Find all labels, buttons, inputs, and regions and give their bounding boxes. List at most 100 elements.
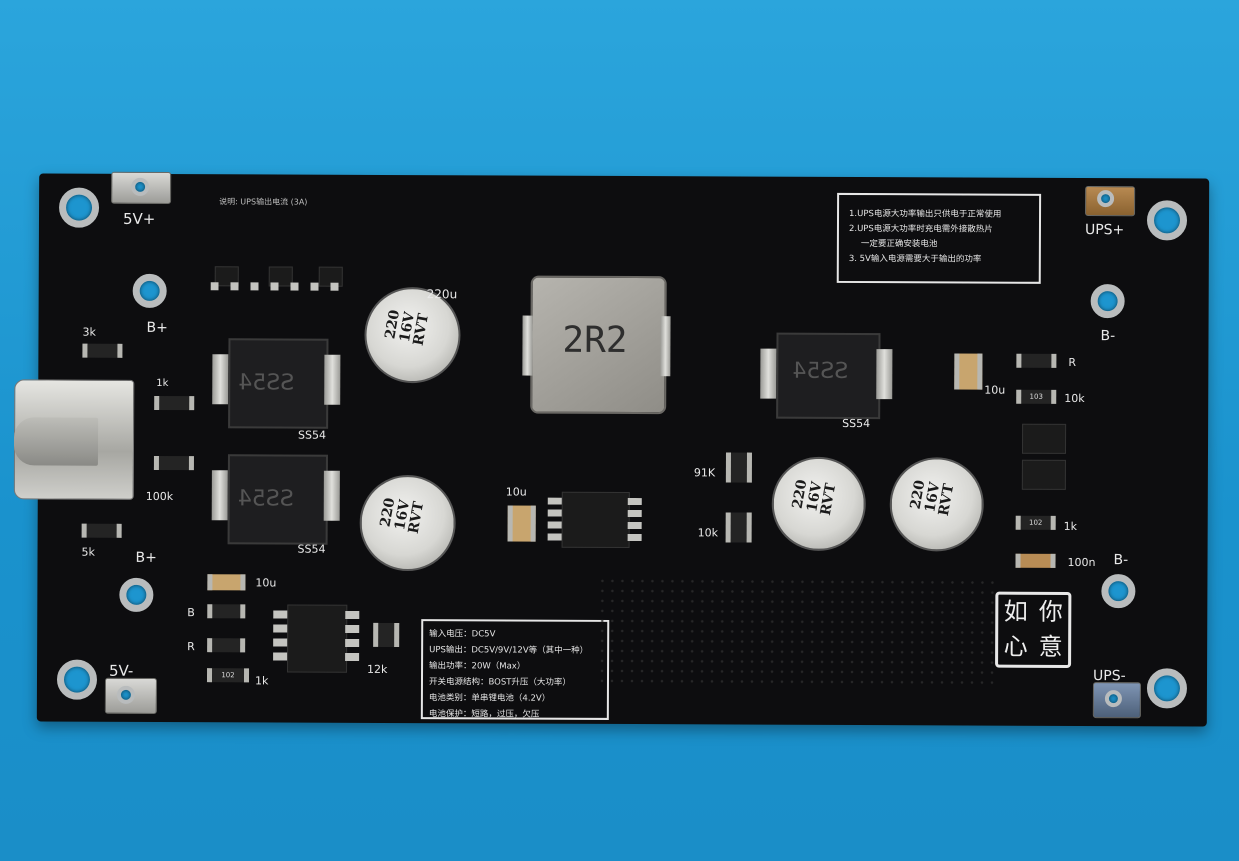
label-r-right: R [1068,355,1077,369]
label-12k: 12k [367,662,388,676]
pad-5v-plus-hole [131,177,150,196]
smd-resistor-1k-left [154,395,195,411]
smd-cap-10u-mid [507,505,536,542]
protection-ic-1 [1021,423,1067,454]
label-1k-right: 1k [1063,519,1078,533]
spec-battery-type: 电池类别：单串锂电池（4.2V） [428,693,551,704]
mounting-hole-top-left [58,187,100,228]
note-line-2: 2.UPS电源大功率时充电需外接散热片 [848,223,993,235]
label-10k-mid: 10k [697,526,719,540]
pcb-board: 5V+ 5V- UPS+ UPS- B+ B+ B- B- 说明: UPS输出电… [13,171,1210,727]
smd-resistor-10k-mid [725,512,752,543]
seal-logo: 如 你 心 意 [995,591,1072,668]
ss54-left-bottom-tab-l [211,470,228,521]
inductor-pad-left [522,315,533,376]
label-91k: 91K [693,466,716,480]
spec-input-voltage: 输入电压：DC5V [429,629,496,640]
ss54-left-top-tab-r [324,354,341,405]
label-1k-bottom: 1k [254,674,269,688]
label-100n: 100n [1067,555,1096,570]
pad-ups-plus-hole [1097,190,1115,208]
smd-cap-10u-left [207,574,246,591]
label-b: B [187,606,195,620]
label-ups-plus: UPS+ [1084,222,1125,239]
label-ss54-left-bottom: SS54 [297,542,326,556]
smd-resistor-5k [81,523,122,538]
smd-resistor-10k-right: 103 [1016,389,1057,404]
ss54-right-marking: SS54 [792,358,849,384]
label-5v-minus: 5V- [108,661,134,680]
notes-list: 1.UPS电源大功率输出只供电于正常使用 2.UPS电源大功率时充电需外接散热片… [849,207,1002,265]
charger-ic [287,604,348,673]
label-ss54-left-top: SS54 [298,428,327,442]
boost-ic-pins-left [547,497,562,542]
pad-ups-minus-hole [1104,690,1122,708]
spec-output-power: 输出功率：20W（Max） [429,661,526,672]
pad-b-minus-top [1090,284,1125,319]
smd-resistor-91k [725,452,752,483]
ss54-left-bottom-marking: SS54 [237,486,294,512]
label-b-minus-top: B- [1100,328,1116,345]
pad-b-plus-top [132,273,167,309]
charger-ic-pins-left [273,610,288,667]
spec-battery-protection: 电池保护：短路，过压，欠压 [428,709,540,720]
label-3k: 3k [82,325,96,339]
smd-cap-100n [1015,553,1056,568]
inductor-marking: 2R2 [562,319,628,362]
seal-char-2: 如 [1003,597,1028,626]
specs-list: 输入电压：DC5V UPS输出：DC5V/9V/12V等（其中一种） 输出功率：… [429,627,588,720]
label-ups-minus: UPS- [1092,668,1126,685]
label-1k-left: 1k [156,377,169,390]
smd-resistor-12k [373,622,400,648]
ss54-left-top-tab-l [212,354,229,405]
protection-ic-2 [1021,459,1066,490]
mounting-hole-bottom-left [56,659,98,700]
smd-led-r-right [1016,353,1057,368]
label-b-plus-bottom: B+ [135,549,157,566]
mounting-hole-bottom-right [1146,668,1188,709]
label-10u-mid: 10u [505,485,527,499]
mounting-hole-top-right [1146,200,1188,241]
top-small-note: 说明: UPS输出电流 (3A) [219,197,308,207]
transistor-pins [210,282,347,291]
charger-ic-pins-right [345,610,360,667]
smd-resistor-1k-right: 102 [1015,515,1056,530]
pad-b-plus-bottom [119,577,154,612]
label-10u-left: 10u [255,576,277,590]
smd-cap-10u-right [954,353,983,390]
ss54-right-tab-l [760,348,777,399]
smd-resistor-1k-bottom: 102 [206,668,250,683]
label-5v-plus: 5V+ [122,209,156,228]
via-grid [596,575,998,688]
pad-b-minus-bottom [1101,574,1136,609]
pad-5v-minus-hole [116,685,135,704]
spec-topology: 开关电源结构：BOST升压（大功率） [428,677,571,688]
boost-ic-pins-right [627,498,642,543]
label-10u-right: 10u [984,383,1006,397]
smd-resistor-3k [82,343,123,358]
note-line-3: 一定要正确安装电池 [860,239,938,250]
ss54-left-top-marking: SS54 [238,370,295,396]
label-b-plus-top: B+ [146,319,168,337]
smd-resistor-100k [153,455,194,471]
seal-char-1: 你 [1038,597,1063,626]
smd-led-b [207,604,246,619]
label-r: R [187,640,195,654]
boost-controller-ic [561,491,630,549]
label-100k: 100k [145,489,174,504]
smd-led-r [207,638,246,653]
note-line-1: 1.UPS电源大功率输出只供电于正常使用 [849,208,1002,220]
spec-ups-output: UPS输出：DC5V/9V/12V等（其中一种） [429,645,589,656]
label-5k: 5k [81,545,95,559]
label-b-minus-bottom: B- [1113,552,1129,569]
label-cap-220u: 220u [426,287,458,302]
usb-c-opening [13,417,99,466]
label-10k-right: 10k [1064,391,1085,406]
inductor-pad-right [660,316,671,377]
note-line-4: 3. 5V输入电源需要大于输出的功率 [848,253,982,265]
ss54-right-tab-r [876,349,893,400]
label-ss54-right: SS54 [842,416,871,431]
seal-char-4: 心 [1003,632,1028,661]
seal-char-3: 意 [1038,632,1063,661]
